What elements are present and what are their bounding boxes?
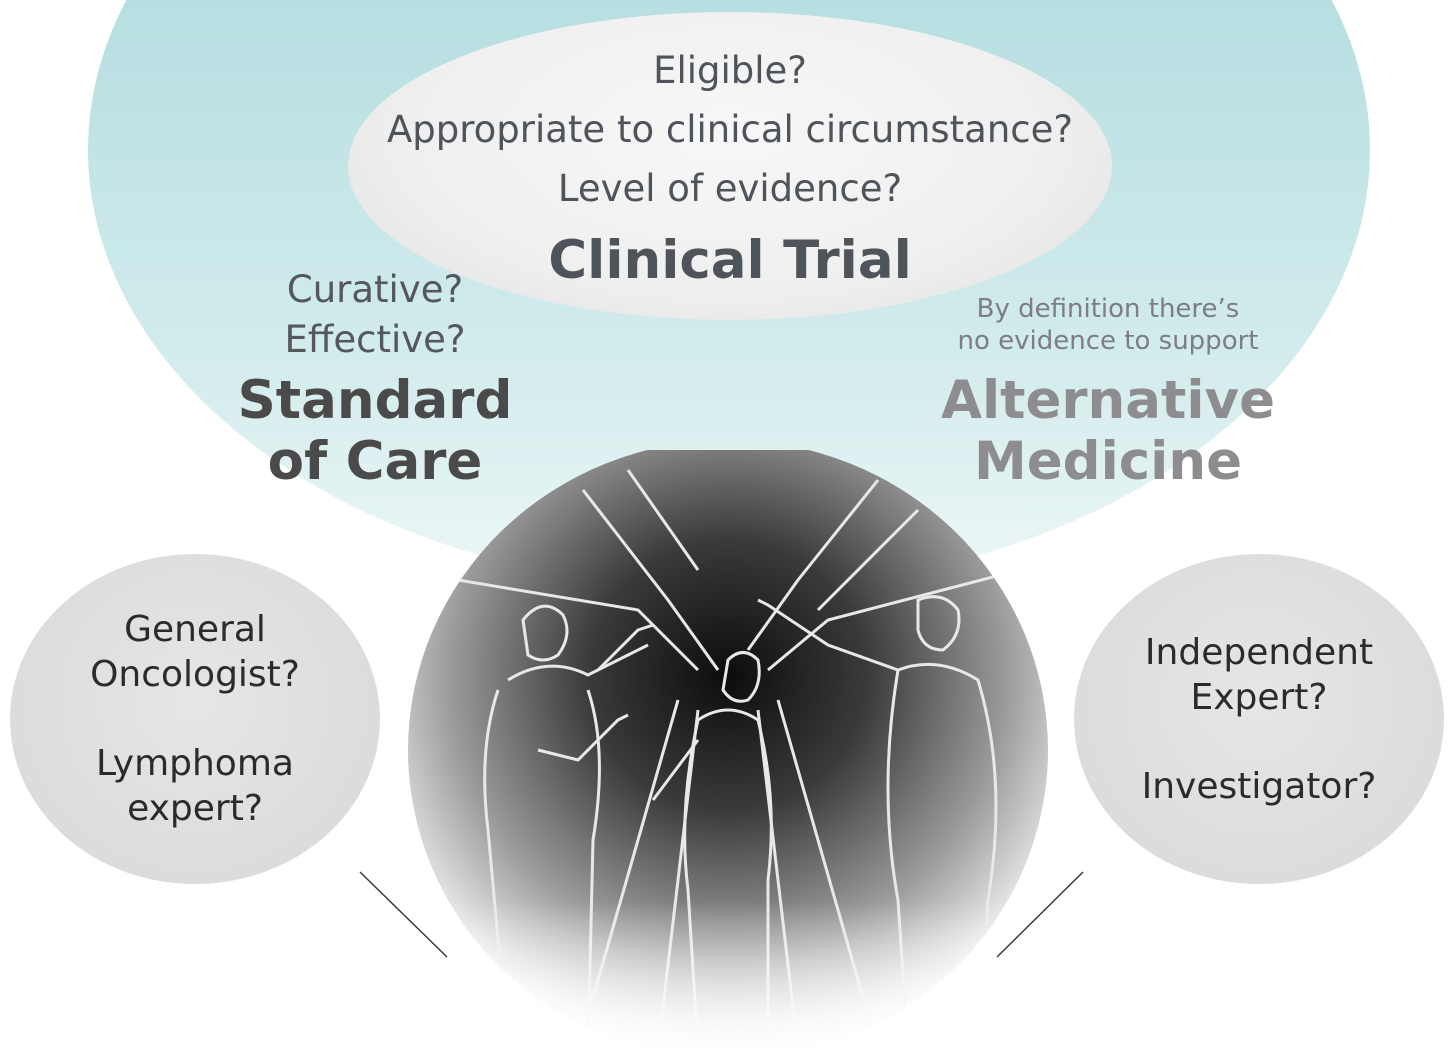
investigator-line: Investigator? — [1141, 765, 1377, 807]
left-connector-line — [359, 871, 448, 958]
trial-question-evidence: Level of evidence? — [557, 167, 903, 210]
general-line: General — [124, 609, 266, 650]
alt-title-line1: Alternative — [940, 370, 1276, 431]
trial-question-appropriate: Appropriate to clinical circumstance? — [386, 108, 1074, 151]
standard-of-care-questions: Curative? Effective? — [225, 265, 525, 365]
soc-question-effective: Effective? — [284, 317, 466, 361]
expert-line: expert? — [127, 788, 263, 829]
crossroads-illustration — [398, 440, 1058, 1054]
lymphoma-line: Lymphoma — [96, 743, 294, 784]
right-connector-line — [996, 871, 1084, 958]
alt-note-line2: no evidence to support — [957, 325, 1259, 356]
soc-question-curative: Curative? — [286, 268, 464, 311]
soc-title-line1: Standard — [237, 370, 513, 431]
globe-people-icon — [398, 440, 1058, 1054]
clinical-trial-bubble — [348, 12, 1112, 320]
alt-note-line1: By definition there’s — [976, 294, 1240, 324]
independent-expert-line: Expert? — [1190, 676, 1328, 718]
alternative-medicine-note: By definition there’s no evidence to sup… — [908, 294, 1308, 357]
right-question-bubble: Independent Expert? Investigator? — [1074, 554, 1444, 884]
trial-question-eligible: Eligible? — [653, 49, 807, 92]
clinical-trial-title: Clinical Trial — [548, 230, 912, 291]
left-question-bubble: General Oncologist? Lymphoma expert? — [10, 554, 380, 884]
independent-line: Independent — [1144, 631, 1374, 673]
oncologist-line: Oncologist? — [90, 654, 300, 695]
